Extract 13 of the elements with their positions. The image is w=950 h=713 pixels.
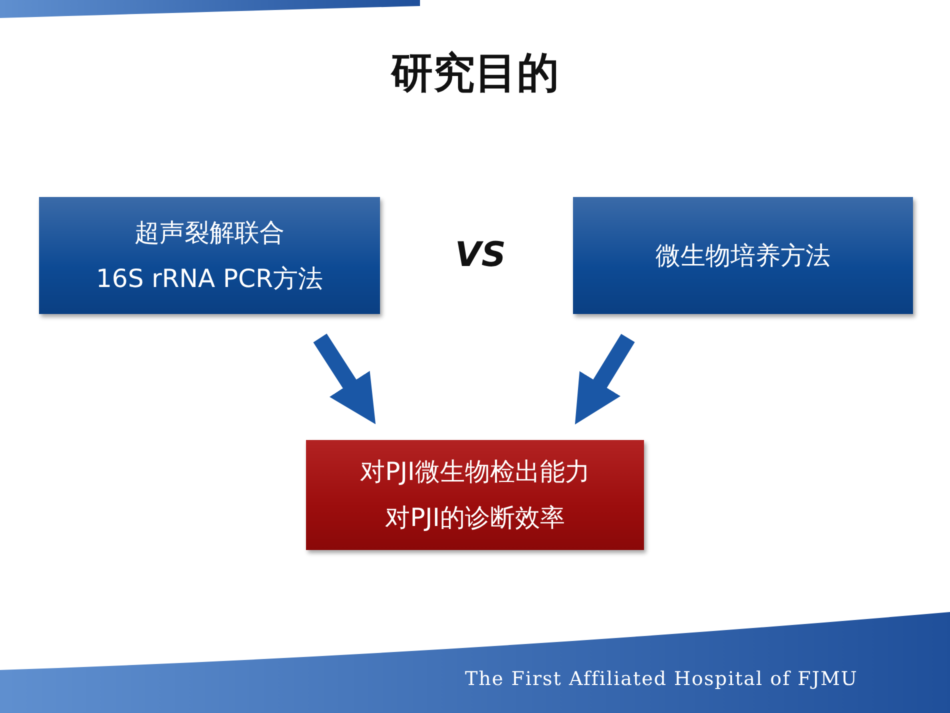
- box-text: 对PJI的诊断效率: [385, 502, 565, 534]
- vs-text: VS: [455, 235, 506, 275]
- footer-text: The First Affiliated Hospital of FJMU: [465, 668, 858, 690]
- box-text: 对PJI微生物检出能力: [360, 456, 590, 488]
- box-text: 16S rRNA PCR方法: [96, 262, 323, 294]
- box-text: 微生物培养方法: [656, 240, 830, 272]
- method-box: [573, 197, 913, 314]
- method-box: [39, 197, 380, 314]
- arrow: [574, 334, 635, 425]
- arrow: [313, 334, 376, 424]
- result-box: [306, 440, 644, 550]
- box-text: 超声裂解联合: [134, 216, 284, 248]
- title: 研究目的: [390, 47, 560, 99]
